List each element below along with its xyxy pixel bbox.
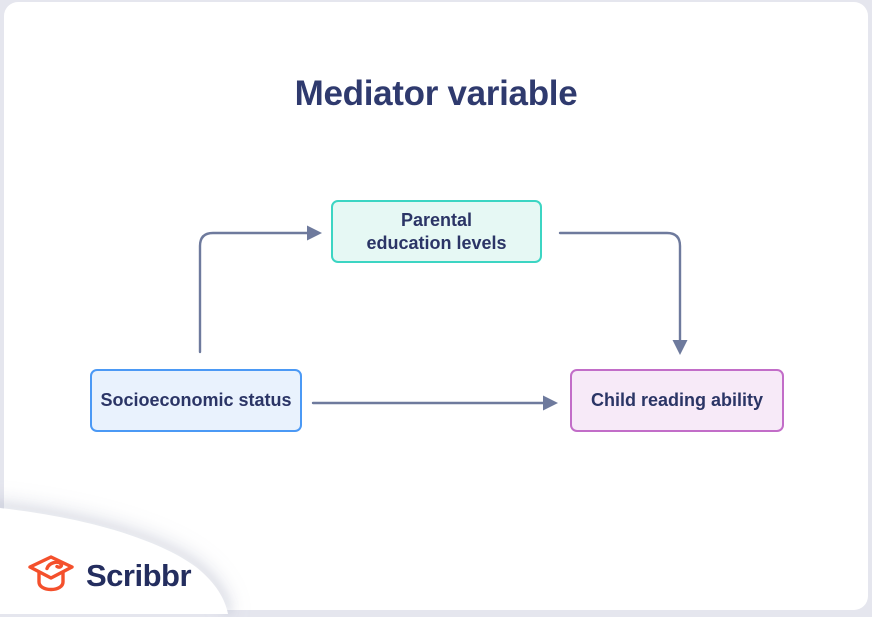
brand-logo-wordmark: Scribbr: [86, 558, 192, 593]
node-mediator-variable: Parental education levels: [331, 200, 542, 263]
node-independent-label: Socioeconomic status: [100, 390, 292, 411]
node-dependent-variable: Child reading ability: [570, 369, 784, 432]
figure-title: Mediator variable: [294, 74, 578, 113]
node-mediator-label-line1: Parental: [400, 210, 473, 230]
node-mediator-label: Parental education levels: [366, 209, 506, 254]
brand-logo: Scribbr: [26, 552, 192, 600]
tassel-tip: [59, 561, 65, 567]
node-mediator-label-line2: education levels: [366, 232, 507, 253]
node-dependent-label: Child reading ability: [590, 390, 764, 411]
graduation-cap-icon: [28, 555, 74, 592]
node-independent-variable: Socioeconomic status: [90, 369, 302, 432]
